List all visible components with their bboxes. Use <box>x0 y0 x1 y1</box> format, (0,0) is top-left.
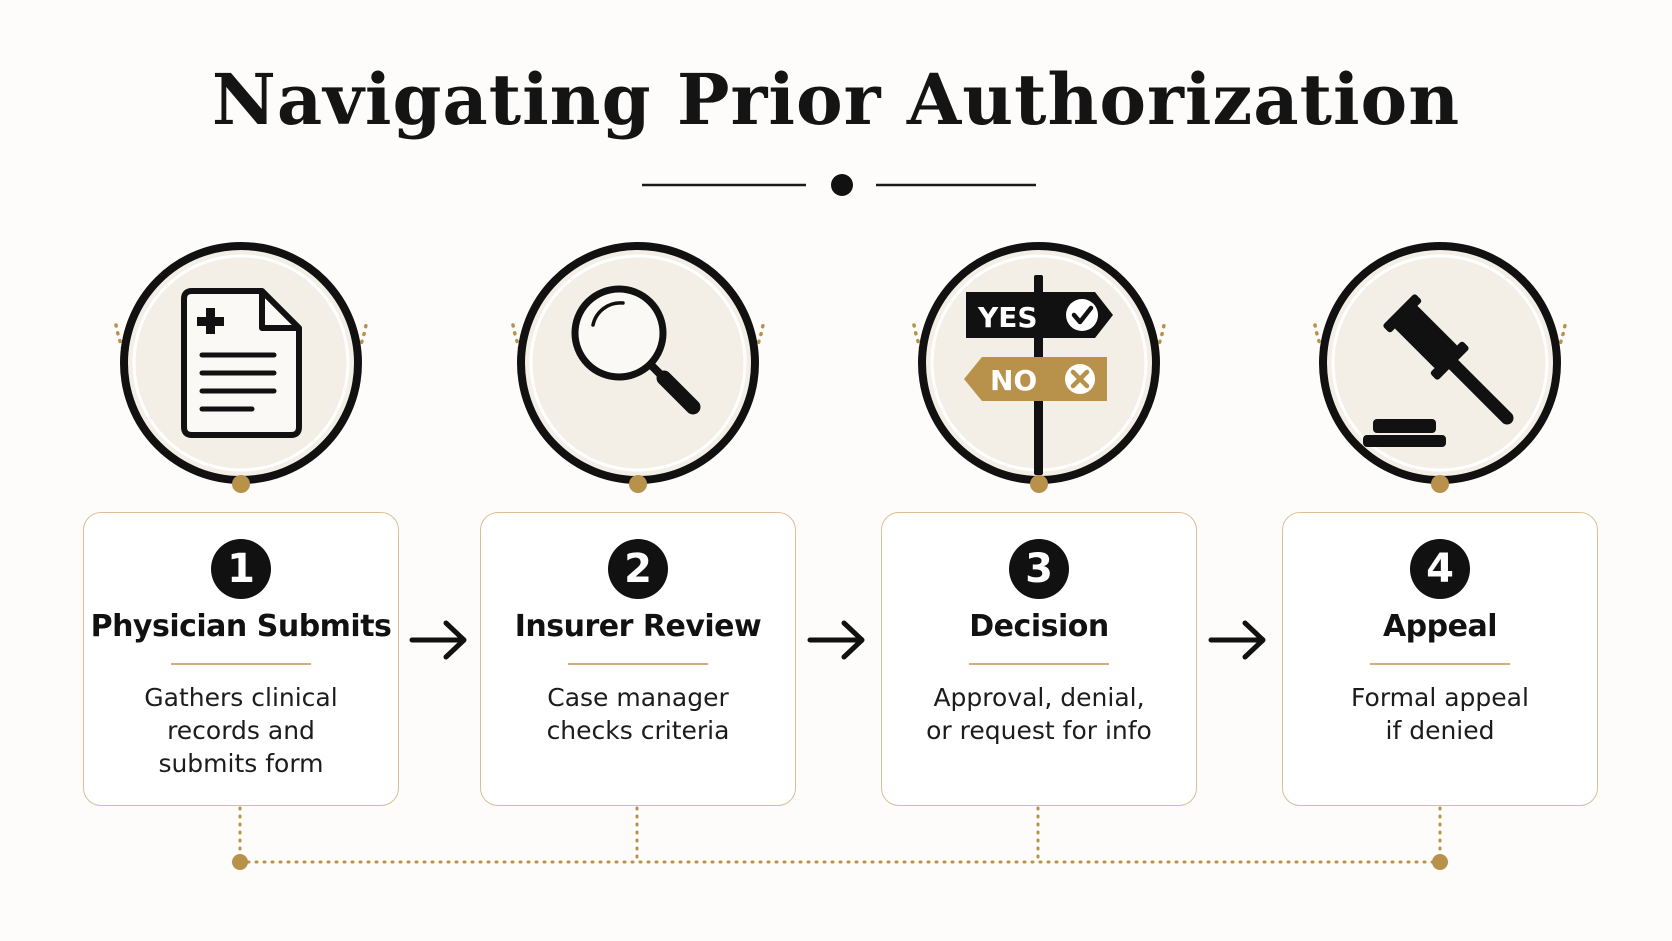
yes-no-signpost-icon: YES NO <box>912 242 1166 493</box>
step-description: Formal appeal if denied <box>1351 683 1529 745</box>
step-number-badge: 3 <box>1009 539 1069 599</box>
step-insurer-review: 2 Insurer Review Case manager checks cri… <box>480 0 796 941</box>
step-decision: YES NO 3 Decision Approval, denial, or r… <box>881 0 1197 941</box>
magnifying-glass-icon <box>511 242 765 493</box>
step-description: Case manager checks criteria <box>546 683 730 745</box>
step-card: 1 Physician Submits Gathers clinical rec… <box>83 512 399 806</box>
connector-dot-end <box>1432 854 1448 870</box>
step-description: Approval, denial, or request for info <box>926 683 1152 745</box>
step-title: Insurer Review <box>514 609 762 644</box>
step-number-badge: 4 <box>1410 539 1470 599</box>
step-card: 2 Insurer Review Case manager checks cri… <box>480 512 796 806</box>
title-divider <box>642 174 1036 196</box>
step-title: Decision <box>969 609 1109 644</box>
step-appeal: 4 Appeal Formal appeal if denied <box>1282 0 1598 941</box>
step-number-badge: 2 <box>608 539 668 599</box>
page-title: Navigating Prior Authorization <box>211 58 1461 141</box>
step-title: Physician Submits <box>90 609 392 644</box>
sign-no-label: NO <box>990 364 1037 397</box>
step-number-badge: 1 <box>211 539 271 599</box>
step-card: 3 Decision Approval, denial, or request … <box>881 512 1197 806</box>
arrow-right-icon <box>409 620 467 660</box>
medical-document-icon <box>114 242 368 493</box>
step-title: Appeal <box>1382 609 1498 644</box>
arrow-right-icon <box>1208 620 1266 660</box>
connector-dot-start <box>232 854 248 870</box>
arrow-right-icon <box>807 620 865 660</box>
step-physician-submits: 1 Physician Submits Gathers clinical rec… <box>83 0 399 941</box>
gavel-icon <box>1313 242 1567 493</box>
step-description: Gathers clinical records and submits for… <box>144 683 338 778</box>
step-divider <box>969 663 1109 665</box>
step-divider <box>1370 663 1510 665</box>
step-divider <box>568 663 708 665</box>
step-card: 4 Appeal Formal appeal if denied <box>1282 512 1598 806</box>
step-divider <box>171 663 311 665</box>
sign-yes-label: YES <box>977 301 1038 334</box>
